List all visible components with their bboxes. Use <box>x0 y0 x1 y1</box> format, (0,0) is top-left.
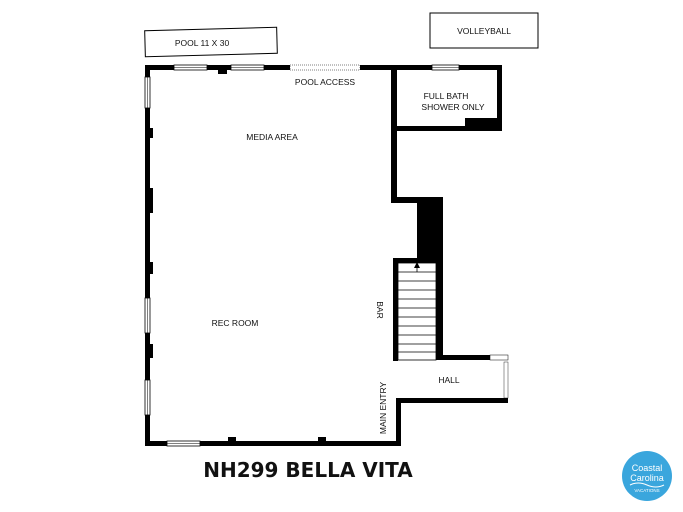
windows <box>144 64 509 447</box>
volleyball-label: VOLLEYBALL <box>457 26 511 36</box>
pool-label: POOL 11 X 30 <box>175 38 230 48</box>
logo-line1: Coastal <box>632 463 663 473</box>
bar-label: BAR <box>375 301 385 318</box>
full-bath-label: FULL BATH <box>424 91 469 101</box>
pool-access-label: POOL ACCESS <box>295 77 355 87</box>
staircase <box>397 262 437 361</box>
hall-label: HALL <box>438 375 460 385</box>
coastal-carolina-logo: Coastal Carolina VACATIONS <box>622 451 672 501</box>
shower-only-label: SHOWER ONLY <box>421 102 484 112</box>
media-area-label: MEDIA AREA <box>246 132 298 142</box>
pool-label-box: POOL 11 X 30 <box>144 26 278 58</box>
property-title: NH299 BELLA VITA <box>203 458 413 482</box>
rec-room-label: REC ROOM <box>212 318 259 328</box>
logo-line2: Carolina <box>630 473 664 483</box>
main-entry-label: MAIN ENTRY <box>378 382 388 435</box>
logo-line3: VACATIONS <box>634 488 659 493</box>
walls <box>145 65 508 446</box>
wave-icon <box>629 482 665 488</box>
volleyball-label-box: VOLLEYBALL <box>429 12 539 49</box>
